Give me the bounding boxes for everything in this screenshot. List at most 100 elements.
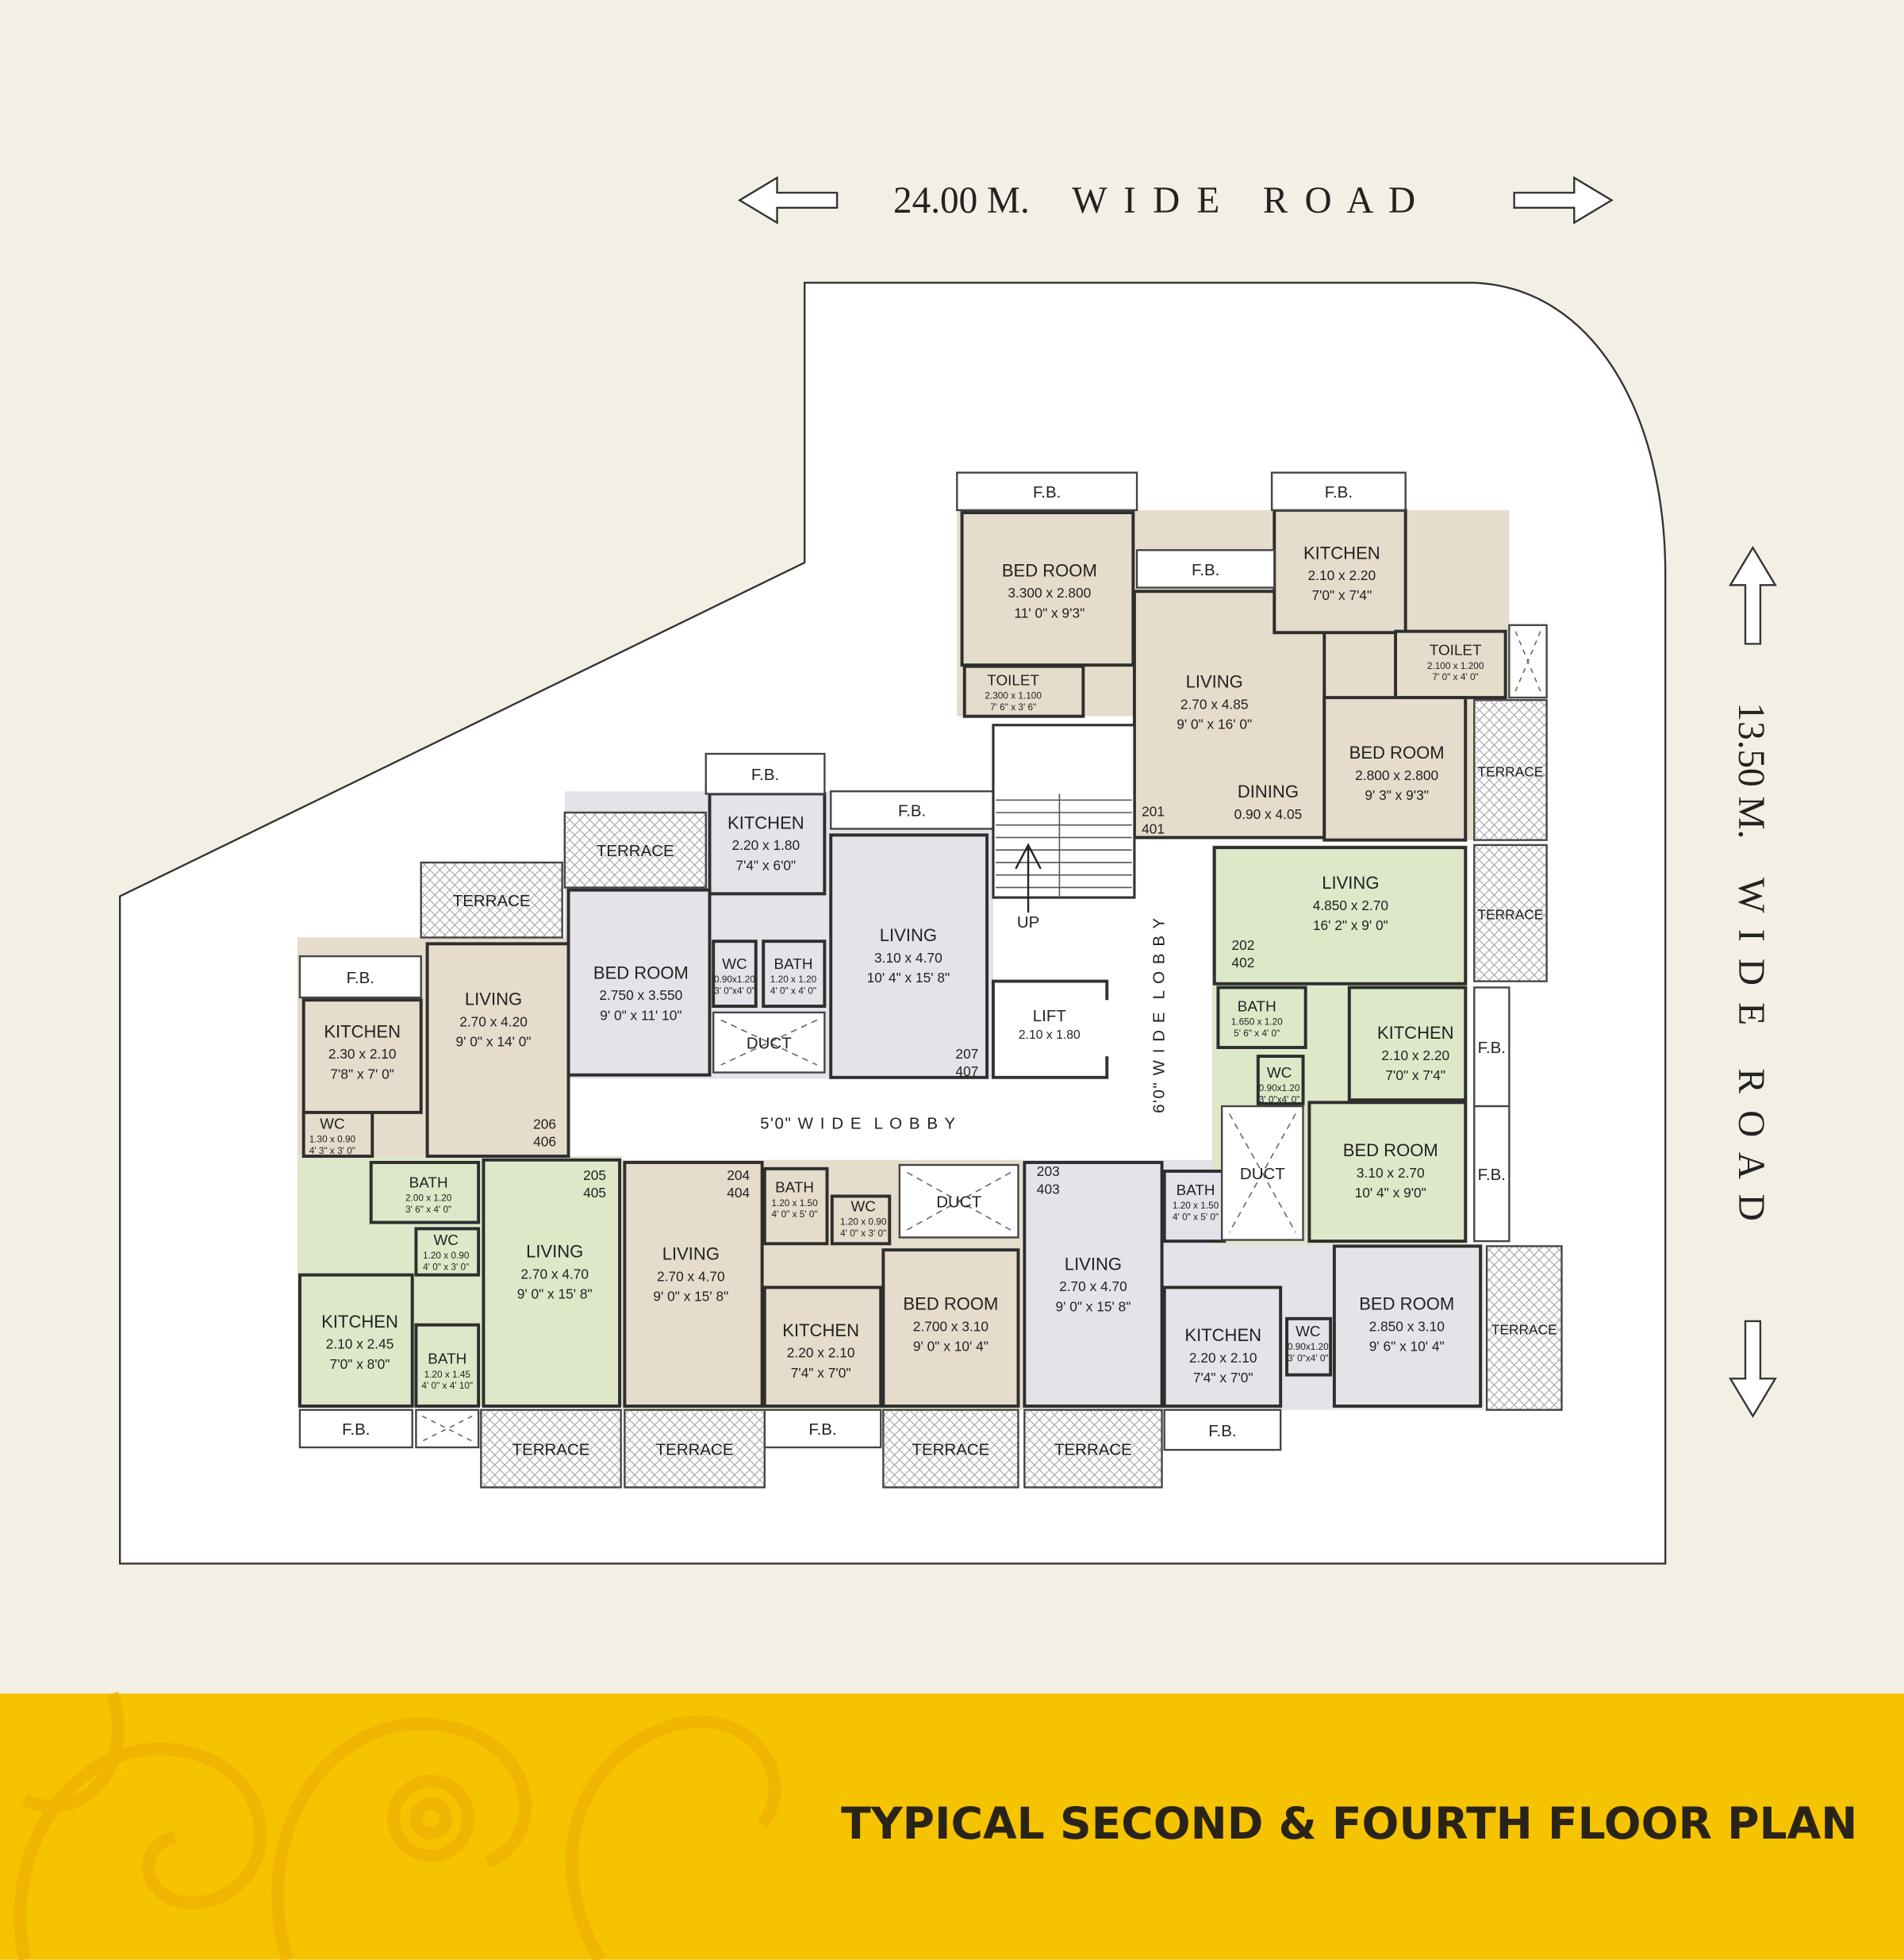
room-outline bbox=[482, 1158, 622, 1408]
flower-bed: F.B. bbox=[1135, 549, 1276, 589]
room-imperial: 7' 0" x 4' 0" bbox=[1433, 671, 1479, 682]
room-imperial: 7'0" x 7'4" bbox=[1311, 587, 1372, 603]
fb-label: F.B. bbox=[342, 1420, 370, 1439]
room-outline bbox=[1394, 629, 1507, 700]
terrace: TERRACE bbox=[1473, 844, 1548, 982]
terrace-label: TERRACE bbox=[1054, 1440, 1132, 1458]
room-name: BED ROOM bbox=[1343, 1140, 1438, 1160]
duct-cross-icon bbox=[906, 1171, 1012, 1231]
room-outline bbox=[762, 940, 827, 1009]
room-name: BATH bbox=[1238, 998, 1276, 1015]
room-u205-wc: WC1.20 x 0.904' 0" x 3' 0" bbox=[414, 1227, 481, 1277]
room-metric: 1.20 x 0.90 bbox=[840, 1216, 887, 1228]
room-imperial: 9' 3" x 9'3" bbox=[1365, 787, 1429, 803]
terrace: TERRACE bbox=[1023, 1409, 1163, 1489]
room-name: TOILET bbox=[1430, 643, 1482, 659]
unit-number: 207 bbox=[955, 1046, 978, 1062]
room-outline bbox=[1285, 1316, 1333, 1377]
room-name: BED ROOM bbox=[903, 1294, 998, 1314]
room-metric: 2.70 x 4.70 bbox=[1059, 1278, 1127, 1294]
flower-bed: F.B. bbox=[830, 790, 995, 830]
room-outline bbox=[425, 942, 570, 1159]
terrace-label: TERRACE bbox=[1491, 1321, 1557, 1337]
room-outline bbox=[1216, 986, 1307, 1050]
fb-label: F.B. bbox=[751, 766, 779, 784]
room-metric: 1.20 x 1.50 bbox=[771, 1197, 818, 1209]
fb-label: F.B. bbox=[808, 1420, 836, 1439]
room-imperial: 3' 0"x4' 0" bbox=[1259, 1093, 1300, 1105]
room-imperial: 4' 0" x 4' 10" bbox=[421, 1380, 473, 1391]
decorative-swirl-pattern bbox=[13, 1691, 781, 1960]
room-metric: 2.20 x 1.80 bbox=[732, 837, 800, 853]
room-name: KITCHEN bbox=[1377, 1023, 1454, 1043]
room-imperial: 3' 0"x4' 0" bbox=[1288, 1352, 1329, 1363]
room-name: KITCHEN bbox=[782, 1320, 859, 1340]
arrow-down-icon bbox=[1729, 1320, 1777, 1418]
room-metric: 1.650 x 1.20 bbox=[1231, 1017, 1283, 1028]
flower-bed: F.B. bbox=[1163, 1409, 1282, 1451]
room-outline bbox=[712, 940, 758, 1009]
room-imperial: 9' 0" x 15' 8" bbox=[653, 1289, 728, 1305]
terrace-label: TERRACE bbox=[1478, 907, 1544, 923]
room-name: LIVING bbox=[880, 925, 937, 945]
room-u207-wc: WC0.90x1.203' 0"x4' 0" bbox=[712, 940, 758, 1009]
room-name: WC bbox=[320, 1116, 344, 1132]
room-metric: 2.700 x 3.10 bbox=[913, 1319, 988, 1335]
room-name: BATH bbox=[775, 1180, 814, 1197]
floor-plan-title: TYPICAL SECOND & FOURTH FLOOR PLAN bbox=[841, 1798, 1857, 1849]
room-imperial: 7' 6" x 3' 6" bbox=[990, 701, 1036, 713]
right-road-indicator: 13.50 M. W I D E R O A D bbox=[1729, 545, 1777, 1418]
room-outline bbox=[962, 664, 1085, 718]
unit-number: 206 bbox=[533, 1116, 556, 1132]
flower-bed: F.B. bbox=[298, 1409, 413, 1449]
room-name: BED ROOM bbox=[593, 963, 689, 982]
room-imperial: 4' 0" x 3' 0" bbox=[840, 1228, 886, 1239]
room-u206-wc: WC1.30 x 0.904' 3" x 3' 0" bbox=[301, 1110, 374, 1159]
arrow-up-icon bbox=[1729, 545, 1777, 645]
room-name: WC bbox=[850, 1198, 875, 1215]
room-metric: 1.20 x 1.50 bbox=[1173, 1200, 1219, 1211]
room-name: BATH bbox=[428, 1351, 466, 1367]
room-metric: 2.10 x 2.20 bbox=[1381, 1047, 1449, 1063]
unit-number: 404 bbox=[727, 1185, 750, 1201]
room-name: KITCHEN bbox=[324, 1021, 401, 1041]
room-imperial: 7'0" x 8'0" bbox=[330, 1356, 390, 1372]
room-metric: 0.90 x 4.05 bbox=[1234, 806, 1303, 822]
room-name: BED ROOM bbox=[1002, 560, 1097, 580]
unit-number: 401 bbox=[1142, 821, 1165, 837]
staircase: UP bbox=[992, 724, 1136, 932]
room-name: KITCHEN bbox=[321, 1312, 398, 1332]
right-road-width: 13.50 M. bbox=[1730, 702, 1772, 839]
room-imperial: 3' 0"x4' 0" bbox=[714, 985, 755, 996]
room-outline bbox=[1256, 1055, 1305, 1105]
room-name: TOILET bbox=[987, 672, 1039, 689]
terrace-label: TERRACE bbox=[597, 842, 674, 860]
room-metric: 3.10 x 4.70 bbox=[874, 950, 942, 966]
room-metric: 2.30 x 2.10 bbox=[328, 1046, 397, 1062]
room-outline bbox=[1273, 508, 1407, 635]
room-imperial: 9' 0" x 15' 8" bbox=[1055, 1298, 1130, 1314]
fb-label: F.B. bbox=[1208, 1422, 1236, 1440]
terrace: TERRACE bbox=[1485, 1245, 1563, 1411]
room-u203-wc: WC0.90x1.203' 0"x4' 0" bbox=[1285, 1316, 1333, 1377]
room-imperial: 10' 4" x 15' 8" bbox=[867, 970, 950, 986]
room-metric: 2.70 x 4.70 bbox=[520, 1266, 589, 1282]
room-outline bbox=[1212, 846, 1468, 986]
fb-label: F.B. bbox=[1478, 1166, 1506, 1184]
terrace: TERRACE bbox=[624, 1409, 766, 1489]
terrace: TERRACE bbox=[1473, 699, 1548, 841]
